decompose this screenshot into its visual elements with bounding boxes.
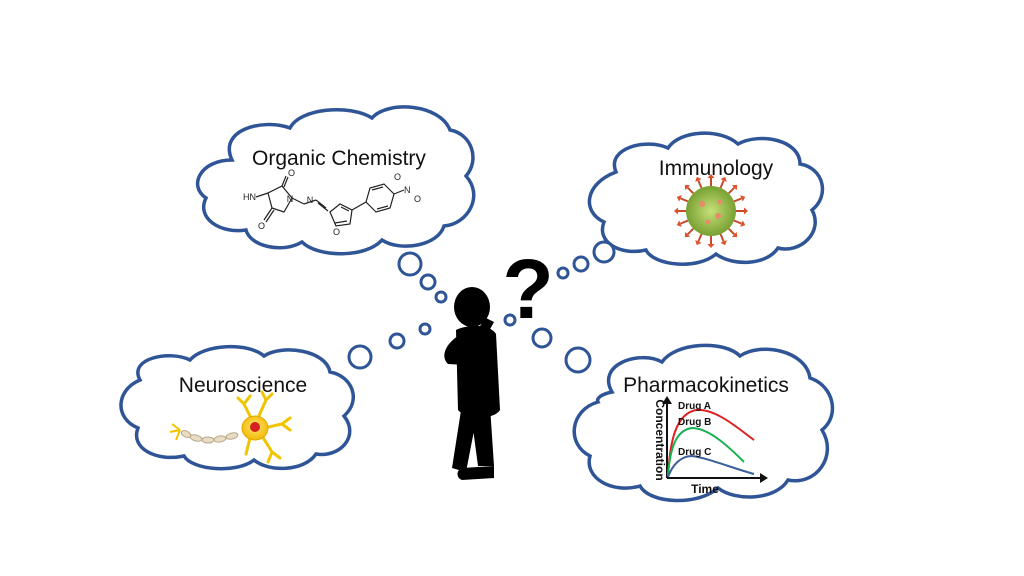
- pk-label-drug-b: Drug B: [678, 417, 711, 428]
- virus-spike: [680, 219, 689, 225]
- virus-spike: [719, 233, 725, 242]
- pk-y-axis-label: Concentration: [653, 399, 667, 480]
- atom-label: N: [307, 195, 314, 205]
- cloud-pharmacokinetics: Pharmacokinetics Concentration Time Drug…: [572, 343, 835, 503]
- virus-spike-tip: [731, 184, 738, 191]
- thought-bubble: [531, 327, 553, 349]
- thought-bubble: [397, 251, 423, 277]
- pk-series-drug-a: [667, 408, 755, 477]
- virus-spike: [733, 219, 742, 225]
- cloud-outline: [119, 345, 356, 471]
- thought-bubbles: [347, 240, 616, 374]
- virus-spike: [727, 186, 736, 195]
- thought-bubble: [572, 255, 590, 273]
- thought-bubble: [434, 290, 448, 304]
- thought-bubble: [503, 313, 517, 327]
- virus-spike-tip: [676, 195, 682, 202]
- atom-label: HN: [243, 192, 256, 202]
- figure-foot: [457, 466, 494, 480]
- virus-spike-tip: [695, 176, 702, 182]
- virus-spike-tip: [731, 231, 738, 238]
- atom-label: N: [287, 194, 294, 204]
- virus-icon: [674, 174, 748, 248]
- virus-spike: [727, 227, 736, 236]
- pk-x-axis-arrow: [760, 473, 768, 483]
- virus-spike-tip: [707, 174, 715, 178]
- cloud-organic-chemistry: Organic Chemistry HN O: [195, 105, 476, 256]
- virus-spike-tip: [684, 184, 691, 191]
- virus-spike-tip: [740, 220, 746, 227]
- thinking-person-figure: [444, 287, 500, 480]
- atom-label: O: [414, 194, 421, 204]
- figure-arm: [444, 332, 487, 366]
- atom-label: O: [258, 221, 265, 231]
- figure-leg: [470, 406, 494, 466]
- virus-spike-tip: [720, 240, 727, 246]
- virus-spike-tip: [720, 176, 727, 182]
- virus-spike: [697, 180, 703, 189]
- pk-y-axis-arrow: [662, 396, 672, 404]
- thought-bubble: [419, 273, 437, 291]
- molecule-structure: [255, 175, 405, 227]
- virus-spike-tip: [684, 231, 691, 238]
- cloud-title-pharmacokinetics: Pharmacokinetics: [623, 374, 789, 397]
- thought-bubble: [556, 266, 570, 280]
- virus-spike-tip: [674, 207, 678, 215]
- virus-spike: [680, 197, 689, 203]
- question-mark: ?: [502, 242, 553, 336]
- virus-spike-tip: [740, 195, 746, 202]
- atom-label: O: [333, 227, 340, 237]
- virus-spike-tip: [695, 240, 702, 246]
- atom-label: O: [288, 168, 295, 178]
- thought-bubble: [388, 332, 406, 350]
- figure-head: [454, 287, 490, 327]
- cloud-outline: [572, 343, 835, 503]
- cloud-neuroscience: Neuroscience: [119, 345, 356, 471]
- thought-bubble: [418, 322, 432, 336]
- virus-spike-tip: [707, 244, 715, 248]
- cloud-immunology: Immunology: [587, 131, 825, 266]
- virus-spike-tip: [676, 220, 682, 227]
- pk-label-drug-a: Drug A: [678, 401, 711, 412]
- figure-forearm: [474, 318, 494, 340]
- pk-series-drug-b: [667, 426, 745, 477]
- thought-bubble: [564, 346, 592, 374]
- pk-x-axis-label: Time: [691, 482, 719, 496]
- figure-torso: [456, 325, 500, 418]
- virus-spike: [686, 186, 695, 195]
- figure-crossed-leg: [452, 404, 478, 472]
- cloud-title-immunology: Immunology: [659, 157, 774, 180]
- virus-spike: [697, 233, 703, 242]
- thought-bubble: [592, 240, 616, 264]
- virus-spike-tip: [744, 207, 748, 215]
- neuron-icon: [169, 390, 292, 464]
- cloud-title-organic-chemistry: Organic Chemistry: [252, 147, 426, 170]
- cloud-title-neuroscience: Neuroscience: [179, 374, 307, 397]
- virus-spike: [686, 227, 695, 236]
- pk-label-drug-c: Drug C: [678, 447, 711, 458]
- atom-label: N: [404, 185, 411, 195]
- atom-label: O: [394, 172, 401, 182]
- pk-chart: Concentration Time Drug A Drug B Drug C: [653, 396, 768, 496]
- virus-spike: [719, 180, 725, 189]
- pk-series-drug-c: [667, 454, 755, 478]
- thought-bubble: [347, 344, 373, 370]
- virus-spike: [733, 197, 742, 203]
